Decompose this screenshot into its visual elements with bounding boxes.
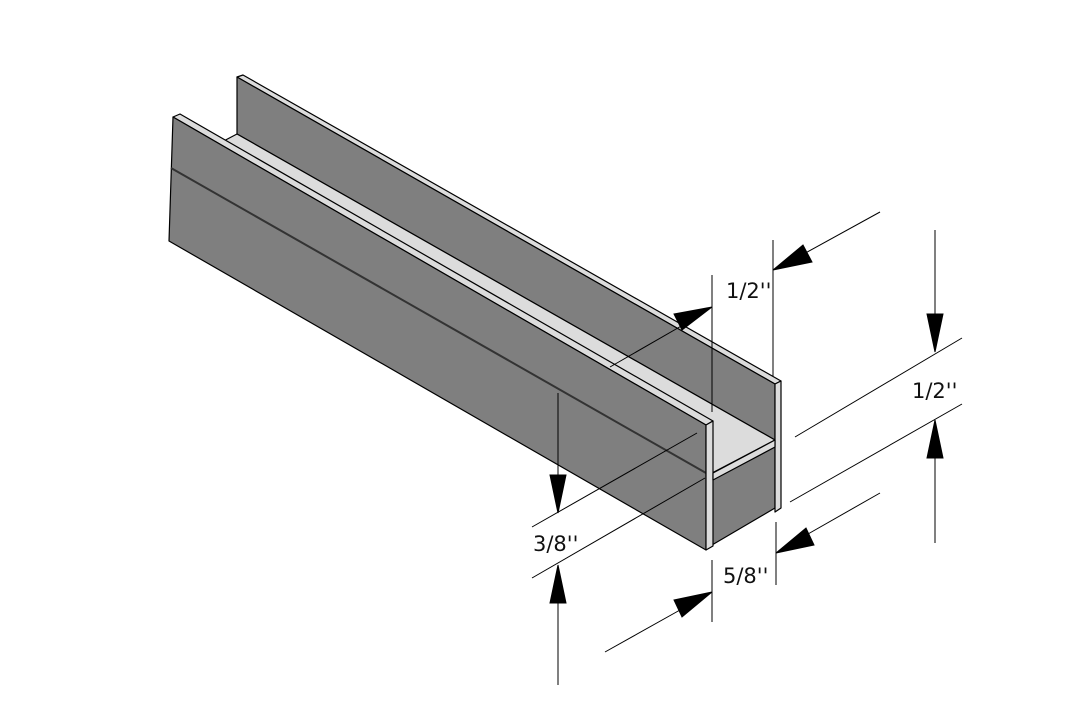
arrowhead-icon [673, 306, 713, 331]
arrowhead-icon [549, 564, 567, 604]
web-joint-line [170, 167, 707, 474]
h-channel-part [168, 74, 782, 551]
arrowhead-icon [772, 244, 813, 271]
arrowhead-icon [549, 474, 567, 514]
dim-flange-thickness: 1/2'' [726, 279, 771, 303]
near-flange-end-face [705, 420, 714, 551]
dimensions [531, 211, 963, 685]
web-end-face [712, 439, 776, 481]
arrowhead-icon [775, 527, 815, 554]
dim-overall-width: 5/8'' [723, 564, 768, 588]
arrowhead-icon [926, 313, 944, 353]
dim-web-height: 1/2'' [912, 379, 957, 403]
dim-web-offset: 3/8'' [533, 532, 578, 556]
far-flange-end-face [774, 380, 782, 513]
arrowhead-icon [926, 419, 944, 459]
arrowhead-icon [673, 591, 713, 618]
